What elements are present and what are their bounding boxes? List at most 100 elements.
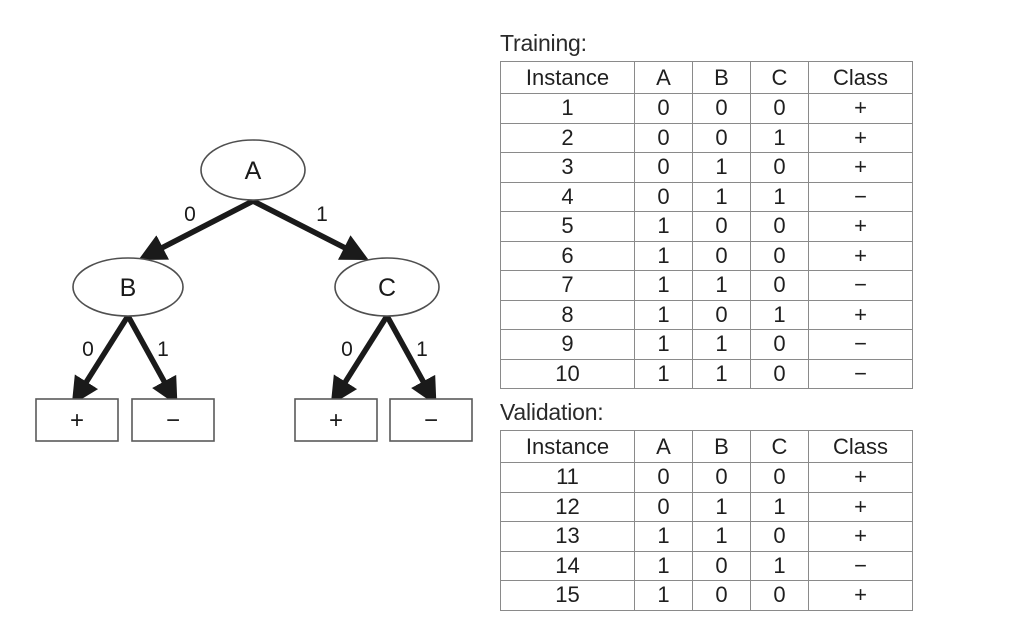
decision-tree-diagram: A B C 0 1 0 1 0 1 + − + − [0, 0, 496, 642]
tree-node-b[interactable] [72, 257, 184, 317]
training-cell: 1 [634, 270, 693, 301]
validation-cell: 12 [500, 491, 635, 522]
training-cell: 1 [692, 152, 751, 183]
edge-label-b-right: 1 [157, 338, 169, 361]
training-cell: 1 [634, 211, 693, 242]
tree-node-a[interactable] [200, 139, 306, 201]
training-cell: 10 [500, 358, 635, 389]
validation-cell: 0 [634, 491, 693, 522]
edge-c-to-right-leaf [384, 314, 437, 406]
training-cell: 0 [750, 329, 809, 360]
training-cell: − [808, 181, 913, 212]
training-cell: 1 [692, 270, 751, 301]
tree-leaf-b-right-label: − [166, 407, 180, 434]
training-cell: 0 [750, 211, 809, 242]
validation-column-header: C [750, 430, 809, 463]
training-cell: 4 [500, 181, 635, 212]
validation-column-header: B [692, 430, 751, 463]
training-cell: 0 [750, 152, 809, 183]
tree-leaf-b-left[interactable] [35, 398, 119, 442]
validation-cell: 1 [634, 580, 693, 611]
training-cell: 1 [500, 93, 635, 124]
training-cell: 0 [692, 299, 751, 330]
training-cell: 0 [692, 211, 751, 242]
tree-node-a-label: A [245, 157, 262, 185]
validation-cell: 0 [634, 462, 693, 493]
training-cell: + [808, 240, 913, 271]
validation-cell: 1 [750, 550, 809, 581]
edge-label-c-left: 0 [341, 338, 353, 361]
training-cell: + [808, 211, 913, 242]
training-cell: 7 [500, 270, 635, 301]
edge-a-to-b [138, 198, 255, 261]
training-cell: 1 [750, 122, 809, 153]
tree-leaf-c-left[interactable] [294, 398, 378, 442]
edge-b-to-left-leaf [71, 314, 131, 406]
training-cell: 0 [692, 93, 751, 124]
tree-leaf-b-right[interactable] [131, 398, 215, 442]
training-caption: Training: [500, 30, 587, 56]
validation-cell: 1 [692, 491, 751, 522]
training-cell: 2 [500, 122, 635, 153]
training-cell: 6 [500, 240, 635, 271]
training-cell: 1 [634, 358, 693, 389]
training-cell: 0 [692, 122, 751, 153]
validation-cell: 1 [634, 550, 693, 581]
training-cell: 3 [500, 152, 635, 183]
training-cell: 0 [750, 93, 809, 124]
training-column-header: C [750, 61, 809, 94]
tree-leaf-c-right[interactable] [389, 398, 473, 442]
validation-cell: + [808, 462, 913, 493]
tree-node-c-label: C [378, 274, 396, 302]
validation-cell: 0 [750, 521, 809, 552]
training-cell: 1 [692, 358, 751, 389]
validation-cell: − [808, 550, 913, 581]
decision-tree-canvas: A B C 0 1 0 1 0 1 + − + − [35, 139, 473, 442]
training-cell: 1 [692, 329, 751, 360]
training-cell: 1 [692, 181, 751, 212]
training-column-header: A [634, 61, 693, 94]
training-cell: 0 [750, 358, 809, 389]
edge-c-to-left-leaf [330, 314, 390, 406]
training-cell: 1 [634, 329, 693, 360]
training-cell: 8 [500, 299, 635, 330]
training-column-header: Class [808, 61, 913, 94]
training-cell: 0 [634, 181, 693, 212]
training-cell: 0 [692, 240, 751, 271]
training-cell: − [808, 358, 913, 389]
edge-label-b-left: 0 [82, 338, 94, 361]
validation-cell: + [808, 521, 913, 552]
validation-column-header: Class [808, 430, 913, 463]
training-cell: 1 [750, 299, 809, 330]
validation-cell: 11 [500, 462, 635, 493]
validation-column-header: Instance [500, 430, 635, 463]
tree-leaf-c-left-label: + [329, 407, 343, 434]
training-cell: + [808, 93, 913, 124]
training-cell: 0 [750, 240, 809, 271]
tree-node-c[interactable] [334, 257, 440, 317]
validation-cell: 0 [750, 580, 809, 611]
validation-cell: + [808, 580, 913, 611]
validation-cell: + [808, 491, 913, 522]
validation-caption: Validation: [500, 399, 604, 425]
validation-cell: 13 [500, 521, 635, 552]
edge-a-to-c [251, 198, 369, 260]
validation-cell: 14 [500, 550, 635, 581]
validation-cell: 0 [692, 462, 751, 493]
training-cell: 5 [500, 211, 635, 242]
training-cell: − [808, 270, 913, 301]
training-cell: 9 [500, 329, 635, 360]
